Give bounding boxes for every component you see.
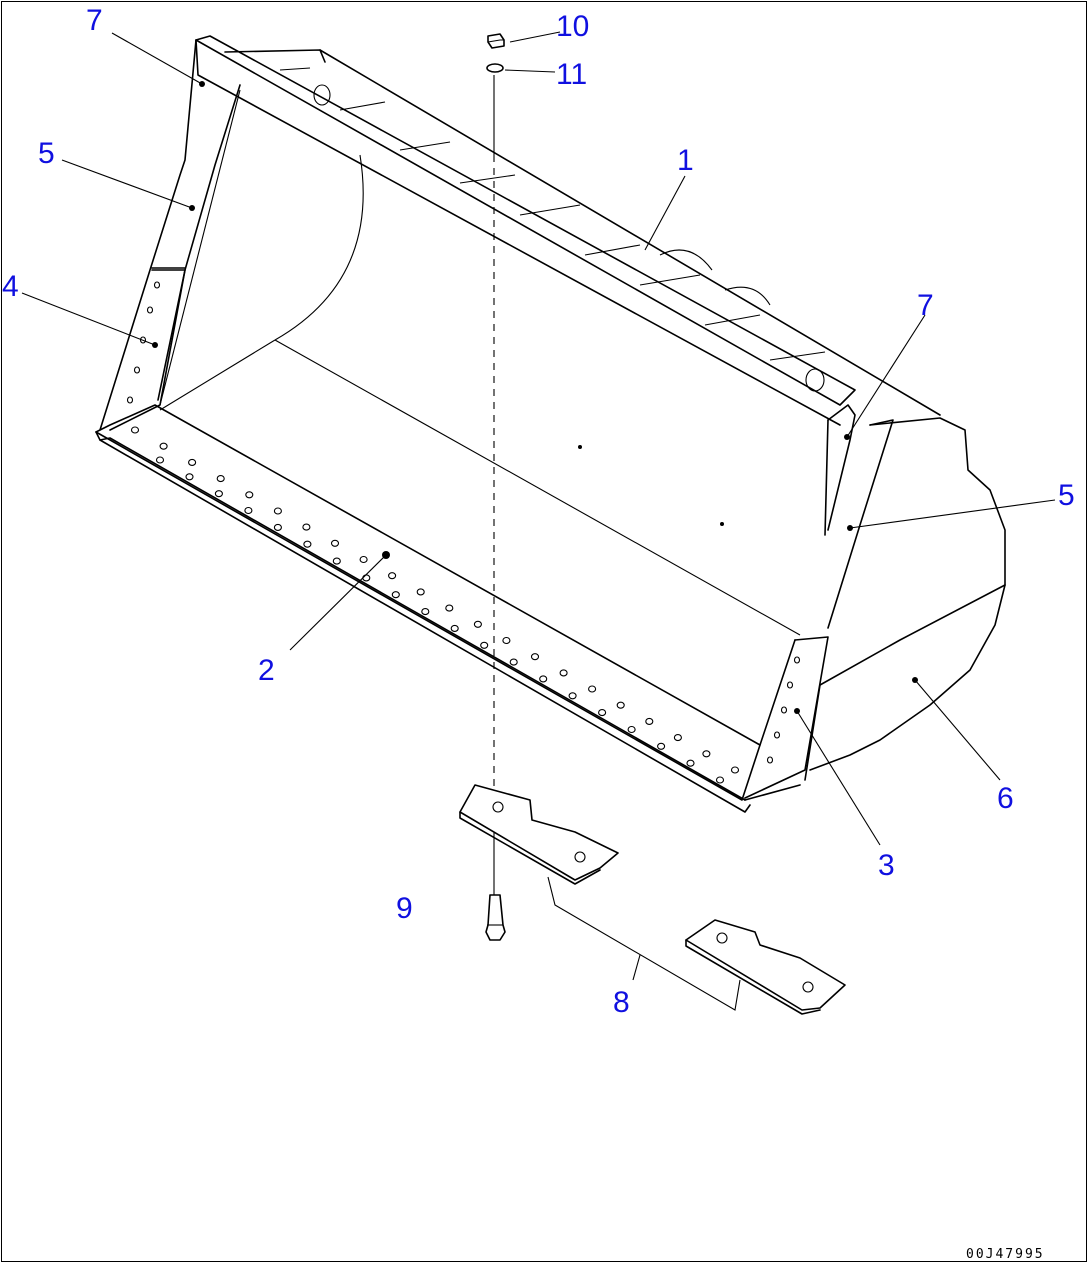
bolt-hole	[391, 591, 400, 599]
bolt-hole	[388, 572, 397, 580]
bolt-hole	[480, 641, 489, 649]
side-plate-hole	[146, 306, 154, 314]
bolt-hole	[155, 456, 165, 464]
side-plate-hole	[786, 681, 794, 689]
bolt-hole	[330, 539, 340, 547]
bolt-hole	[188, 458, 197, 466]
back-wear-strips	[279, 67, 826, 392]
bolt-hole	[244, 506, 253, 515]
bolt-hole	[588, 685, 597, 693]
bolt-hole	[598, 709, 607, 717]
side-plate-hole	[766, 756, 774, 764]
callout-5-right: 5	[1058, 479, 1075, 512]
leader-lines	[21, 31, 1056, 1011]
bolt-hole	[530, 653, 540, 661]
callout-5-left: 5	[38, 137, 55, 170]
side-plate-hole	[780, 706, 788, 714]
bolt-hole	[273, 523, 282, 531]
bolt-hole	[159, 442, 168, 450]
bolt-hole	[421, 608, 430, 616]
side-plate-hole	[773, 731, 781, 739]
bolt-hole	[502, 636, 511, 645]
bolt-hole	[450, 624, 459, 632]
callout-7-left: 7	[86, 4, 103, 37]
callout-8: 8	[613, 986, 630, 1019]
side-plate-hole	[139, 336, 147, 344]
bolt-hole	[216, 475, 225, 483]
bolt-hole	[359, 555, 368, 564]
bucket-body	[95, 35, 1006, 813]
bolt-hole	[185, 473, 194, 481]
callout-10: 10	[556, 10, 589, 43]
drawing-code: 00J47995	[966, 1247, 1045, 1262]
wear-pad-1	[459, 784, 619, 885]
callout-labels: 7 5 4 1 7 5 2 6 3 9 8 10 11	[2, 4, 1075, 1019]
side-plate-hole	[793, 656, 801, 664]
bolt-hole	[445, 604, 454, 612]
side-plate-hole	[153, 281, 161, 289]
callout-3: 3	[878, 849, 895, 882]
bolt-hole	[214, 490, 223, 498]
cutting-edge-holes	[126, 281, 801, 784]
bolt-hole	[539, 675, 548, 683]
callout-9: 9	[396, 892, 413, 925]
callout-7-right: 7	[917, 289, 934, 322]
bolt-hole	[715, 776, 725, 784]
bolt-hole	[509, 658, 518, 666]
bolt-hole	[302, 523, 311, 531]
washer-part	[486, 63, 504, 73]
callout-4: 4	[2, 270, 19, 303]
bolt-hole	[303, 540, 312, 548]
nut-part	[487, 33, 505, 49]
bolt-hole	[702, 750, 711, 758]
bolt-part	[485, 894, 506, 941]
bolt-hole	[416, 588, 425, 596]
bolt-hole	[245, 491, 254, 499]
side-plate-hole	[126, 396, 134, 404]
bolt-hole	[673, 734, 682, 742]
bolt-hole	[273, 507, 282, 515]
wear-pad-2	[685, 919, 846, 1015]
bolt-hole	[559, 669, 568, 677]
side-plate-hole	[133, 366, 141, 374]
bolt-hole	[130, 426, 140, 434]
bolt-hole	[645, 717, 654, 725]
bolt-hole	[362, 574, 371, 582]
callout-1: 1	[677, 144, 694, 177]
bolt-hole	[332, 557, 341, 565]
bolt-hole	[473, 620, 482, 628]
bolt-hole	[730, 766, 740, 774]
bolt-hole	[616, 701, 625, 709]
bolt-hole	[627, 725, 636, 734]
bolt-hole	[657, 742, 666, 750]
callout-6: 6	[997, 782, 1014, 815]
bolt-hole	[686, 759, 695, 767]
bolt-assembly	[485, 33, 506, 941]
bolt-hole	[568, 692, 577, 700]
callout-2: 2	[258, 654, 275, 687]
callout-11: 11	[556, 58, 587, 91]
